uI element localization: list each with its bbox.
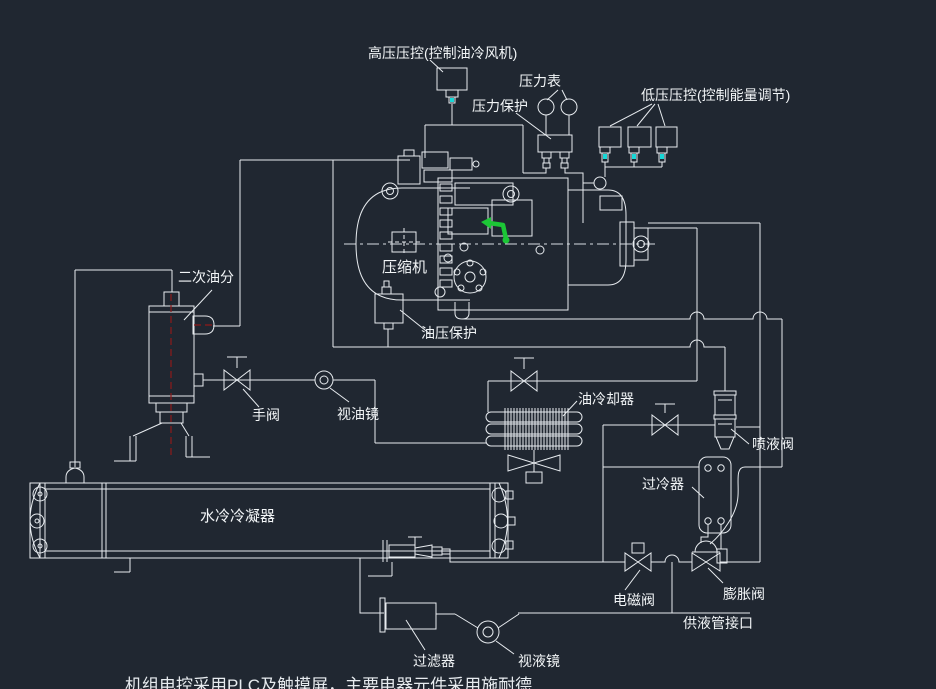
condenser-outlet-fitting	[382, 536, 451, 562]
hot-gas-line	[462, 311, 783, 468]
oil-pressure-protection-unit	[374, 280, 431, 347]
condenser-top-fitting	[65, 461, 85, 483]
label-pressure-gauge: 压力表	[519, 73, 561, 89]
oil-cooler-unit	[485, 357, 583, 484]
label-solenoid-valve: 电磁阀	[613, 592, 655, 608]
leader-line	[429, 59, 444, 73]
leader-line	[562, 400, 578, 417]
leader-line	[546, 89, 568, 101]
leader-line	[624, 569, 641, 591]
label-supply-port: 供液管接口	[683, 615, 753, 631]
green-arrow	[481, 217, 510, 244]
label-lp-control: 低压压控(控制能量调节)	[641, 87, 790, 103]
expansion-valve-symbol	[691, 540, 728, 572]
leader-line	[609, 103, 666, 127]
outlet-fitting	[192, 315, 215, 335]
leader-line	[730, 428, 750, 445]
leader-line	[242, 388, 260, 408]
pressure-protection-unit	[515, 112, 584, 223]
liquid-line	[449, 540, 760, 614]
curved-pipe	[709, 466, 746, 545]
injection-line-valve-symbol	[651, 403, 679, 437]
label-hp-control: 高压压控(控制油冷风机)	[368, 45, 517, 61]
oil-cooler-valve-symbol	[510, 357, 538, 393]
label-oil-pressure-protection: 油压保护	[421, 325, 477, 341]
leader-line	[399, 309, 431, 335]
lp-pressure-controls	[583, 103, 678, 190]
label-expansion-valve: 膨胀阀	[723, 586, 765, 602]
leader-line	[707, 567, 724, 584]
leader-line	[183, 289, 213, 321]
liquid-sight-glass-symbol	[476, 620, 500, 644]
label-hand-valve: 手阀	[252, 407, 280, 423]
liquid-injection-valve-unit	[603, 390, 760, 450]
support-brackets	[114, 558, 393, 577]
label-filter: 过滤器	[413, 653, 455, 669]
leader-line	[691, 486, 705, 499]
bottom-note: 机组电控采用PLC及触摸屏，主要电器元件采用施耐德	[125, 676, 532, 689]
condenser-unit	[29, 461, 516, 577]
pressure-gauges	[537, 89, 578, 135]
hand-valve-symbol	[223, 356, 251, 392]
oil-sight-glass-symbol	[314, 370, 334, 390]
label-condenser: 水冷冷凝器	[200, 508, 275, 525]
sensor-accent	[450, 98, 454, 102]
subcooler-unit	[602, 425, 732, 562]
label-oil-sight-glass: 视油镜	[337, 406, 379, 422]
label-subcooler: 过冷器	[642, 476, 684, 492]
label-oil-cooler: 油冷却器	[578, 391, 634, 407]
fan-icon	[507, 450, 561, 484]
supply-line	[518, 562, 750, 614]
filter-line	[359, 558, 520, 655]
leader-line	[405, 619, 426, 651]
label-compressor: 压缩机	[382, 259, 427, 276]
gear-teeth	[439, 183, 453, 288]
leader-line	[329, 387, 350, 403]
leader-line	[495, 640, 515, 655]
label-pressure-protection: 压力保护	[472, 98, 528, 114]
secondary-oil-separator	[114, 289, 215, 462]
hp-pressure-control	[424, 59, 524, 173]
piping	[74, 159, 783, 562]
oil-return-line	[193, 356, 486, 444]
solenoid-valve-symbol	[624, 542, 652, 572]
label-secondary-oil-separator: 二次油分	[178, 269, 234, 285]
label-injection-valve: 喷液阀	[752, 436, 794, 452]
leader-line	[515, 112, 552, 140]
label-liquid-sight-glass: 视液镜	[518, 653, 560, 669]
cooler-fins	[504, 408, 569, 450]
compressor-assembly	[344, 149, 658, 320]
